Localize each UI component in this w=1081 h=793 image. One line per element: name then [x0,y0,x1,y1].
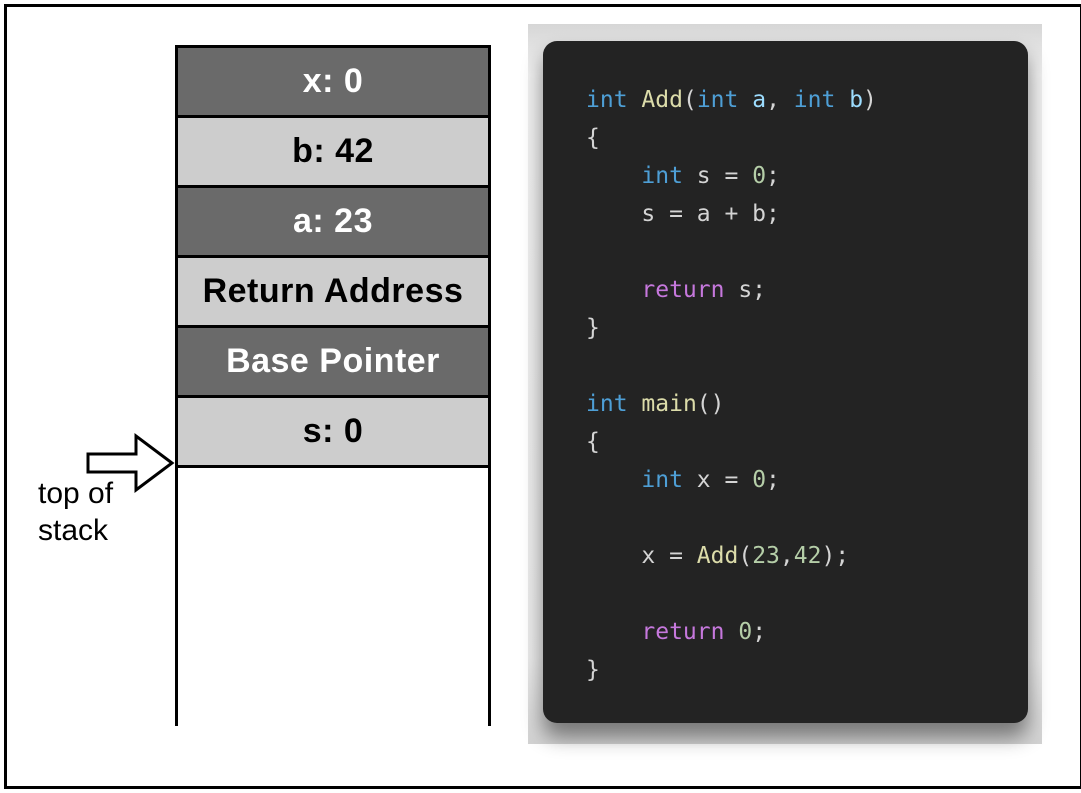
code-token: int [696,87,739,113]
code-line: return 0; [586,613,1028,651]
code-line: int s = 0; [586,157,1028,195]
code-token: x = [586,543,697,569]
code-token: ; [766,163,780,189]
code-line [586,499,1028,537]
code-token: return [641,619,725,645]
code-token: int [586,391,628,417]
stack-cell: Base Pointer [178,328,488,398]
stack-cell: Return Address [178,258,488,328]
code-token: int [641,163,683,189]
code-line [586,575,1028,613]
code-token [738,87,752,113]
code-line: { [586,423,1028,461]
code-token: 0 [752,163,767,189]
code-token: 42 [793,543,822,569]
code-line: } [586,309,1028,347]
code-line: x = Add(23,42); [586,537,1028,575]
code-token: 0 [752,467,767,493]
code-token: b [849,87,864,113]
code-token: int [641,467,683,493]
code-token: } [586,657,600,683]
code-token [628,87,642,113]
code-line: int Add(int a, int b) [586,81,1028,119]
code-token: ; [766,467,780,493]
code-token: s; [724,277,767,303]
code-line: return s; [586,271,1028,309]
stack-cell-label: a: 23 [293,202,373,240]
stack-cell: a: 23 [178,188,488,258]
stack-cell-label: x: 0 [302,62,364,100]
code-token [586,467,641,493]
code-token [586,619,641,645]
code-token: x = [682,467,753,493]
code-token: ( [682,87,697,113]
code-token: int [586,87,628,113]
code-token: a [752,87,767,113]
code-token: 23 [752,543,780,569]
code-token: s = [682,163,753,189]
code-line: s = a + b; [586,195,1028,233]
code-token: 0 [738,619,753,645]
code-token: { [586,429,600,455]
code-token: Add [696,543,739,569]
code-line [586,233,1028,271]
code-token: { [586,125,600,151]
code-token: Add [641,87,683,113]
top-of-stack-label-line1: top of [38,477,114,510]
code-line: { [586,119,1028,157]
code-line [586,347,1028,385]
stack-cell-label: Return Address [202,272,464,310]
code-token: main [641,391,697,417]
code-line: int x = 0; [586,461,1028,499]
stack-cell-label: Base Pointer [226,342,440,380]
top-of-stack-label-line2: stack [38,514,109,547]
top-of-stack-label: top of stack [38,475,113,549]
code-token: , [779,543,794,569]
code-token: ); [821,543,850,569]
code-screenshot-background: int Add(int a, int b){ int s = 0; s = a … [528,24,1042,744]
code-token: , [766,87,794,113]
code-token [628,391,642,417]
code-line: int main() [586,385,1028,423]
code-token: return [641,277,725,303]
stack-cell: s: 0 [178,398,488,468]
code-token [586,163,641,189]
stack-cell-label: s: 0 [302,412,364,450]
code-token [586,277,641,303]
stack-cell: b: 42 [178,118,488,188]
code-token: } [586,315,600,341]
stack-cell: x: 0 [178,48,488,118]
top-of-stack-arrow-icon [86,433,175,493]
code-panel: int Add(int a, int b){ int s = 0; s = a … [543,41,1028,723]
code-block: int Add(int a, int b){ int s = 0; s = a … [586,81,1028,689]
code-line: } [586,651,1028,689]
stack-empty-region [178,468,488,728]
code-token: ) [863,87,877,113]
stack-cell-label: b: 42 [292,132,374,170]
code-token: () [696,391,725,417]
code-token: s = a + b; [586,201,780,227]
code-token: ; [752,619,767,645]
code-token: ( [738,543,753,569]
code-token [835,87,849,113]
code-token [724,619,738,645]
code-token: int [793,87,836,113]
